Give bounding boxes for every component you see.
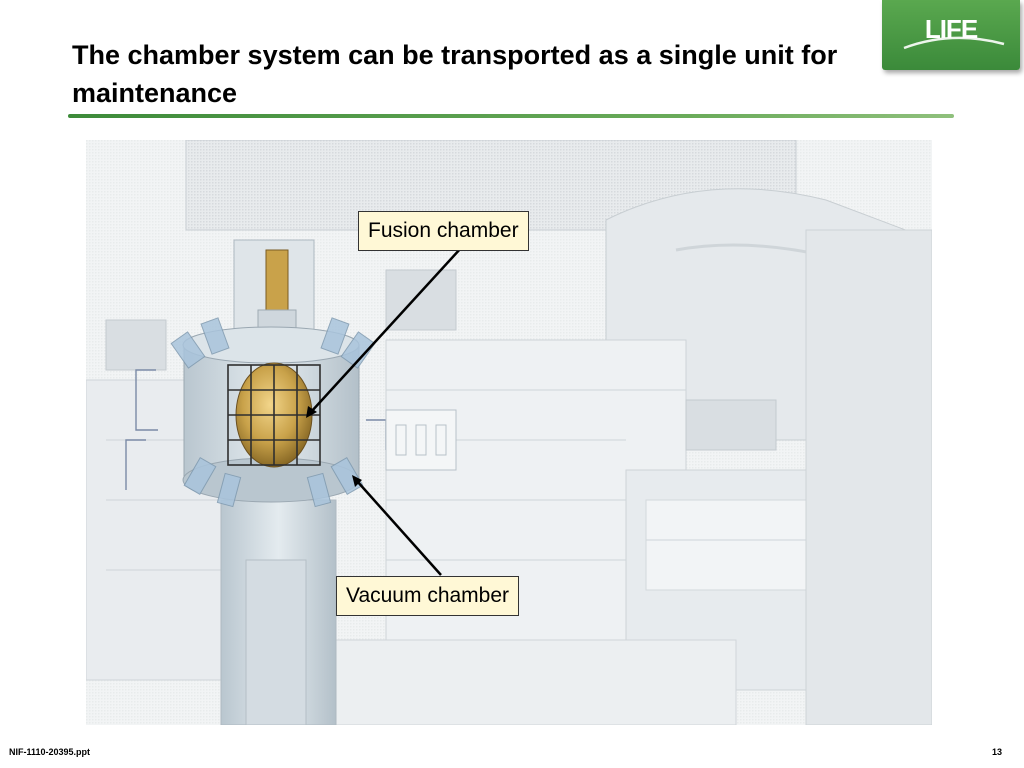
slide-title: The chamber system can be transported as… <box>72 40 838 108</box>
fusion-chamber-label: Fusion chamber <box>358 211 529 251</box>
life-logo: LIFE <box>882 0 1020 70</box>
fusion-arrowhead-icon <box>306 406 317 418</box>
logo-text: LIFE <box>924 14 978 44</box>
logo-swoosh-icon <box>903 36 1005 50</box>
footer-filename: NIF-1110-20395.ppt <box>9 747 91 757</box>
title-underline <box>68 114 954 118</box>
vacuum-arrowhead-icon <box>352 475 362 487</box>
fusion-arrow <box>310 247 462 413</box>
vacuum-arrow <box>356 480 442 576</box>
vacuum-chamber-label: Vacuum chamber <box>336 576 520 616</box>
page-number: 13 <box>991 747 1002 757</box>
